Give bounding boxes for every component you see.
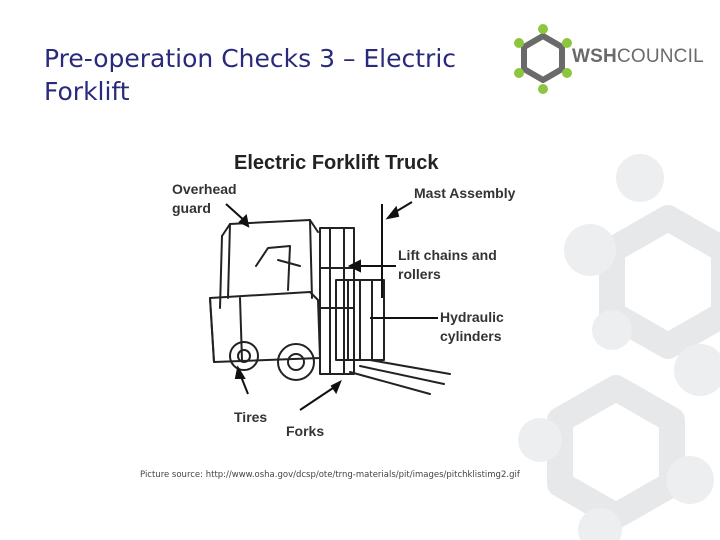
label-forks: Forks	[286, 423, 325, 439]
label-lift-chains-line2: rollers	[398, 266, 441, 282]
slide-title: Pre-operation Checks 3 – Electric Forkli…	[44, 42, 514, 108]
label-lift-chains: Lift chains and rollers	[398, 246, 497, 284]
label-overhead-guard: Overhead guard	[172, 180, 237, 218]
label-overhead-guard-line2: guard	[172, 200, 211, 216]
logo-text-regular: COUNCIL	[616, 46, 704, 67]
label-tires: Tires	[234, 409, 268, 425]
logo-text-bold: WSH	[572, 46, 617, 67]
slide-title-line2: Forklift	[44, 77, 130, 106]
forklift-diagram: Electric Forklift Truck	[160, 148, 560, 448]
label-hydraulic-line2: cylinders	[440, 328, 502, 344]
forklift-illustration	[209, 201, 451, 411]
picture-source: Picture source: http://www.osha.gov/dcsp…	[140, 470, 520, 480]
logo-text: WSHCOUNCIL	[572, 46, 704, 68]
hexagon-molecule-logo-icon	[514, 24, 572, 94]
wsh-council-logo: WSHCOUNCIL	[512, 22, 704, 98]
label-hydraulic-line1: Hydraulic	[440, 309, 504, 325]
label-hydraulic-cylinders: Hydraulic cylinders	[440, 308, 504, 346]
diagram-title: Electric Forklift Truck	[234, 152, 439, 174]
label-lift-chains-line1: Lift chains and	[398, 247, 497, 263]
label-overhead-guard-line1: Overhead	[172, 181, 237, 197]
label-mast-assembly: Mast Assembly	[414, 185, 516, 201]
slide-title-line1: Pre-operation Checks 3 – Electric	[44, 44, 457, 73]
